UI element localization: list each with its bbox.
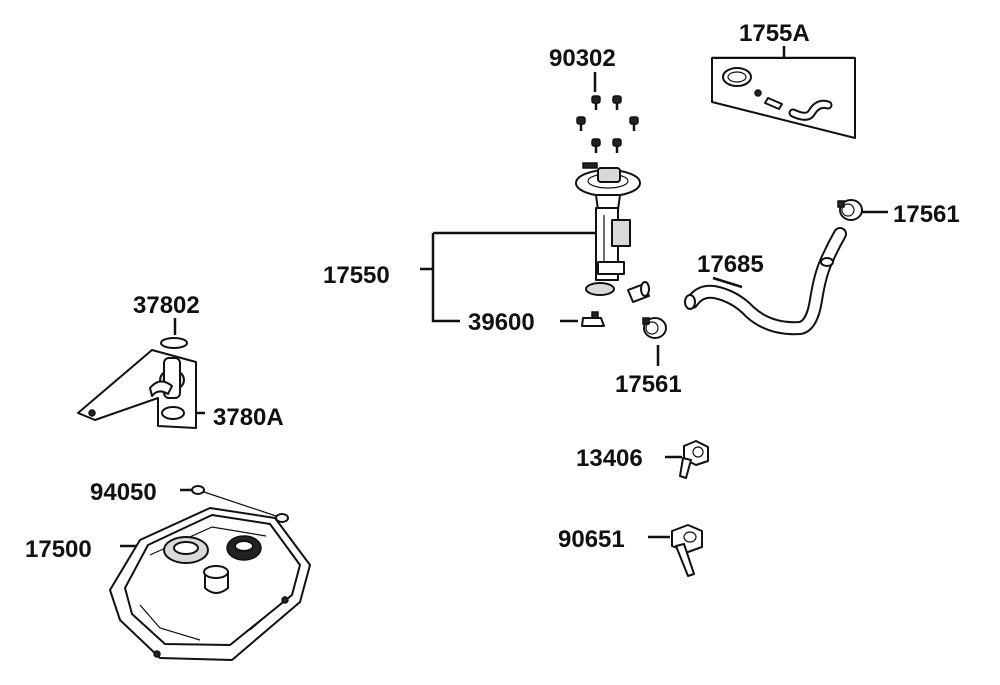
hose-kit-1755A[interactable] [711, 57, 856, 139]
part-label-17685[interactable]: 17685 [697, 251, 764, 278]
part-label-94050[interactable]: 94050 [90, 479, 157, 506]
fuel-pump-17550[interactable] [575, 162, 650, 303]
part-label-17561-top[interactable]: 17561 [893, 201, 960, 228]
bolts-90302[interactable] [576, 95, 639, 153]
clip-39600[interactable] [581, 311, 605, 327]
part-label-90302[interactable]: 90302 [549, 45, 616, 72]
fuel-tank-17500[interactable] [109, 507, 311, 661]
fuel-sender-3780A[interactable] [77, 337, 197, 429]
grommets-94050[interactable] [191, 485, 289, 523]
part-label-37802[interactable]: 37802 [133, 292, 200, 319]
part-label-17561-bottom[interactable]: 17561 [615, 371, 682, 398]
part-label-3780A[interactable]: 3780A [213, 404, 284, 431]
bracket-13406[interactable] [679, 440, 709, 479]
leader-lines [120, 46, 888, 548]
part-label-17550[interactable]: 17550 [323, 262, 390, 289]
part-label-17500[interactable]: 17500 [25, 536, 92, 563]
bracket-90651[interactable] [671, 524, 703, 577]
clamp-17561-bottom[interactable] [642, 317, 667, 339]
part-label-39600[interactable]: 39600 [468, 309, 535, 336]
fuel-hose-17685[interactable] [684, 227, 847, 336]
clamp-17561-top[interactable] [837, 199, 863, 221]
part-label-13406[interactable]: 13406 [576, 445, 643, 472]
part-label-90651[interactable]: 90651 [558, 526, 625, 553]
part-label-1755A[interactable]: 1755A [739, 20, 810, 47]
